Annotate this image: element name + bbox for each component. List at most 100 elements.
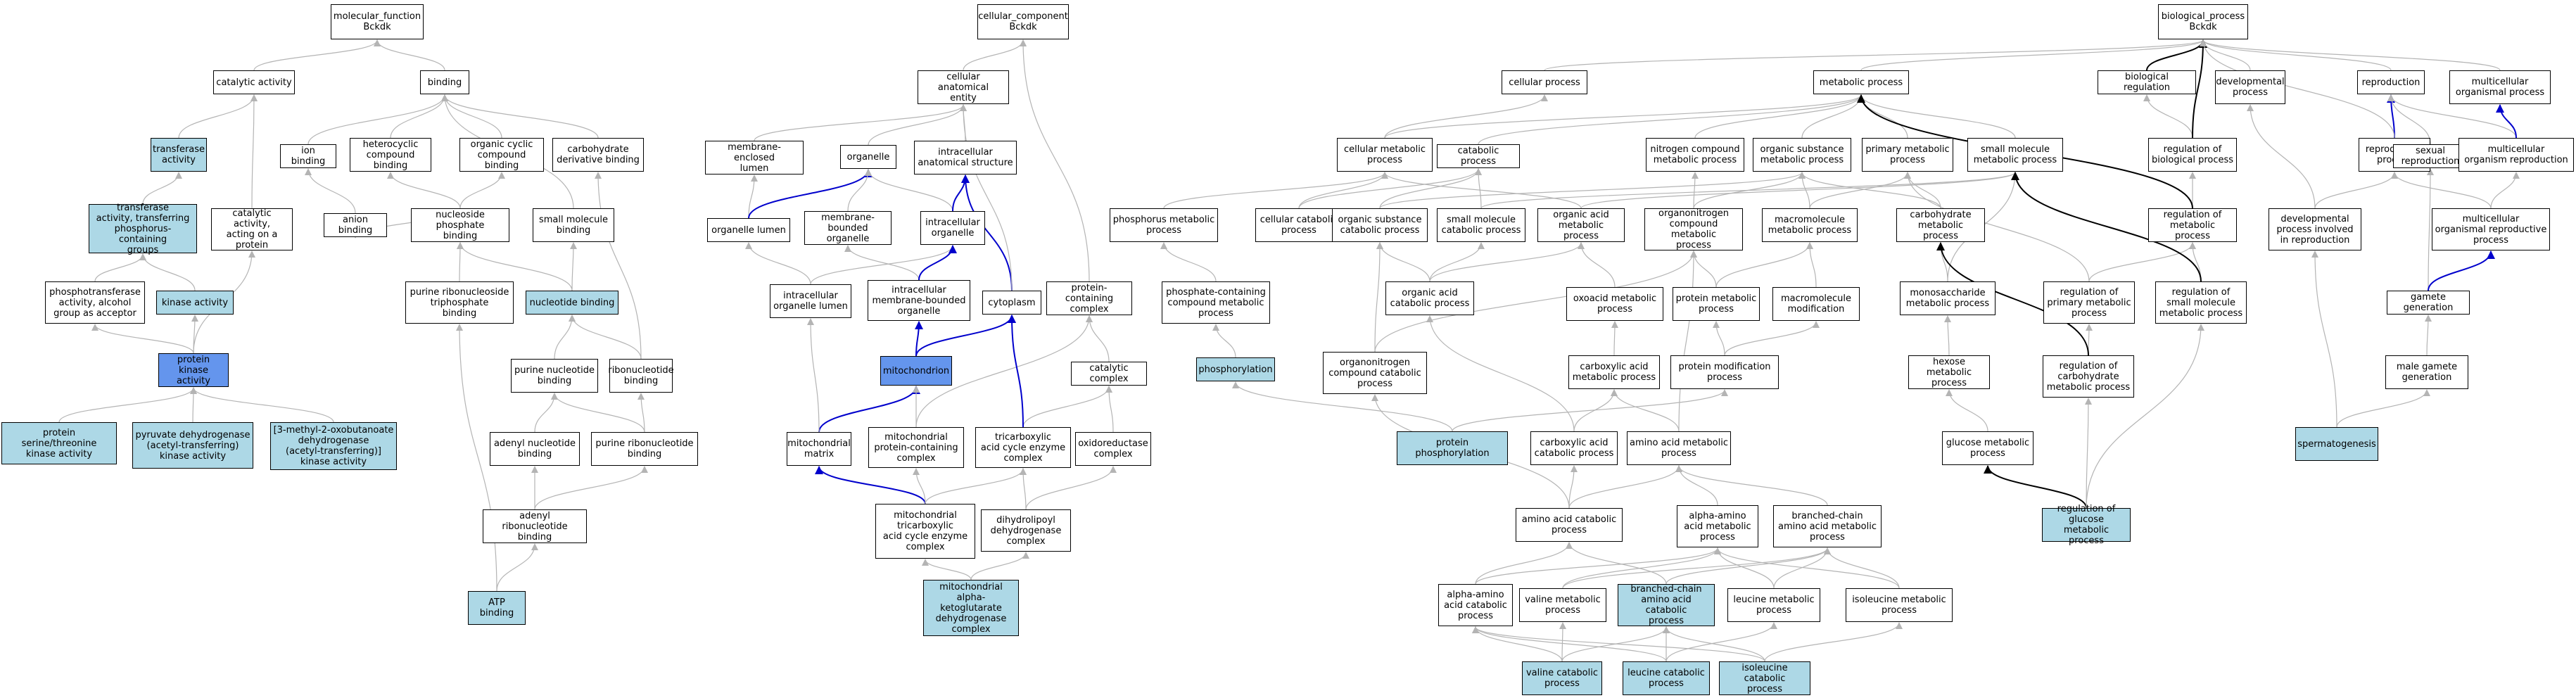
term-node[interactable]: valine catabolic process — [1522, 661, 1602, 695]
term-node[interactable]: multicellular organismal process — [2449, 70, 2551, 104]
term-node[interactable]: anion binding — [324, 213, 387, 237]
term-node[interactable]: purine nucleotide binding — [511, 359, 598, 393]
term-node[interactable]: adenyl nucleotide binding — [490, 432, 580, 466]
term-node[interactable]: hexose metabolic process — [1908, 355, 1990, 389]
term-node[interactable]: cellular_component Bckdk — [977, 4, 1069, 39]
term-node[interactable]: protein serine/threonine kinase activity — [1, 422, 117, 464]
term-node[interactable]: cytoplasm — [982, 291, 1041, 315]
term-node[interactable]: cellular metabolic process — [1337, 138, 1433, 172]
term-node[interactable]: biological_process Bckdk — [2158, 4, 2248, 39]
term-node[interactable]: organic substance metabolic process — [1753, 138, 1851, 172]
term-node[interactable]: alpha-amino acid metabolic process — [1677, 505, 1758, 547]
term-node[interactable]: adenyl ribonucleotide binding — [483, 509, 587, 543]
term-node[interactable]: protein kinase activity — [158, 353, 229, 387]
term-node[interactable]: organelle lumen — [707, 218, 790, 242]
term-node[interactable]: binding — [420, 70, 469, 94]
term-node[interactable]: transferase activity, transferring phosp… — [89, 203, 197, 255]
term-node[interactable]: phosphorylation — [1196, 357, 1275, 381]
term-node[interactable]: sexual reproduction — [2393, 144, 2468, 168]
term-node[interactable]: protein-containing complex — [1046, 281, 1132, 315]
term-node[interactable]: multicellular organism reproduction — [2458, 138, 2574, 172]
term-node[interactable]: mitochondrial alpha-ketoglutarate dehydr… — [923, 580, 1019, 636]
term-node[interactable]: isoleucine metabolic process — [1846, 588, 1953, 622]
term-node[interactable]: membrane-enclosed lumen — [705, 141, 804, 174]
term-node[interactable]: biological regulation — [2098, 70, 2196, 94]
term-node[interactable]: isoleucine catabolic process — [1719, 661, 1810, 695]
term-node[interactable]: intracellular organelle — [920, 211, 985, 245]
term-node[interactable]: tricarboxylic acid cycle enzyme complex — [975, 427, 1071, 468]
term-node[interactable]: small molecule catabolic process — [1437, 208, 1525, 242]
term-node[interactable]: mitochondrial tricarboxylic acid cycle e… — [875, 504, 975, 559]
term-node[interactable]: leucine catabolic process — [1623, 661, 1710, 695]
term-node[interactable]: developmental process involved in reprod… — [2269, 208, 2361, 250]
term-node[interactable]: monosaccharide metabolic process — [1900, 281, 1996, 315]
term-node[interactable]: gamete generation — [2387, 291, 2470, 315]
term-node[interactable]: heterocyclic compound binding — [350, 138, 431, 172]
term-node[interactable]: multicellular organismal reproductive pr… — [2432, 208, 2550, 250]
term-node[interactable]: male gamete generation — [2385, 355, 2468, 389]
term-node[interactable]: mitochondrion — [880, 356, 952, 386]
term-node[interactable]: developmental process — [2215, 70, 2285, 104]
term-node[interactable]: protein modification process — [1670, 355, 1779, 389]
term-node[interactable]: ion binding — [280, 144, 336, 168]
term-node[interactable]: oxidoreductase complex — [1075, 432, 1151, 466]
term-node[interactable]: intracellular organelle lumen — [770, 284, 851, 318]
term-node[interactable]: nitrogen compound metabolic process — [1646, 138, 1744, 172]
term-node[interactable]: regulation of biological process — [2148, 138, 2237, 172]
term-node[interactable]: catalytic activity — [213, 70, 295, 94]
term-node[interactable]: spermatogenesis — [2295, 427, 2378, 461]
term-node[interactable]: oxoacid metabolic process — [1566, 287, 1663, 321]
term-node[interactable]: intracellular anatomical structure — [914, 141, 1017, 174]
term-node[interactable]: protein phosphorylation — [1397, 431, 1508, 465]
term-node[interactable]: phosphate-containing compound metabolic … — [1162, 281, 1270, 324]
term-node[interactable]: carbohydrate derivative binding — [552, 138, 644, 172]
term-node[interactable]: membrane-bounded organelle — [804, 211, 892, 245]
term-node[interactable]: organonitrogen compound metabolic proces… — [1644, 208, 1743, 250]
term-node[interactable]: amino acid catabolic process — [1516, 508, 1623, 542]
term-node[interactable]: [3-methyl-2-oxobutanoate dehydrogenase (… — [270, 422, 397, 470]
term-node[interactable]: cellular anatomical entity — [918, 70, 1009, 104]
term-node[interactable]: phosphorus metabolic process — [1110, 208, 1218, 242]
term-node[interactable]: cellular catabolic process — [1255, 208, 1343, 242]
term-node[interactable]: leucine metabolic process — [1727, 588, 1820, 622]
term-node[interactable]: small molecule binding — [533, 208, 614, 242]
term-node[interactable]: carboxylic acid catabolic process — [1530, 431, 1618, 465]
term-node[interactable]: regulation of metabolic process — [2148, 208, 2237, 242]
term-node[interactable]: regulation of glucose metabolic process — [2042, 504, 2131, 546]
term-node[interactable]: reproduction — [2357, 70, 2425, 94]
term-node[interactable]: catalytic complex — [1071, 362, 1147, 386]
term-node[interactable]: organic substance catabolic process — [1332, 208, 1428, 242]
term-node[interactable]: organic acid catabolic process — [1385, 281, 1474, 315]
term-node[interactable]: catalytic activity, acting on a protein — [211, 208, 293, 250]
term-node[interactable]: protein metabolic process — [1673, 287, 1760, 321]
term-node[interactable]: transferase activity — [151, 138, 207, 172]
term-node[interactable]: organic acid metabolic process — [1537, 208, 1625, 242]
term-node[interactable]: amino acid metabolic process — [1627, 431, 1731, 465]
term-node[interactable]: nucleotide binding — [526, 291, 618, 315]
term-node[interactable]: branched-chain amino acid metabolic proc… — [1773, 505, 1882, 547]
term-node[interactable]: regulation of carbohydrate metabolic pro… — [2043, 355, 2134, 398]
term-node[interactable]: cellular process — [1502, 70, 1587, 94]
term-node[interactable]: glucose metabolic process — [1942, 431, 2033, 465]
term-node[interactable]: valine metabolic process — [1519, 588, 1606, 622]
term-node[interactable]: mitochondrial matrix — [787, 432, 851, 466]
term-node[interactable]: purine ribonucleoside triphosphate bindi… — [405, 281, 514, 324]
term-node[interactable]: kinase activity — [156, 291, 234, 315]
term-node[interactable]: regulation of primary metabolic process — [2043, 281, 2135, 324]
term-node[interactable]: organonitrogen compound catabolic proces… — [1323, 352, 1427, 394]
term-node[interactable]: intracellular membrane-bounded organelle — [868, 280, 970, 321]
term-node[interactable]: macromolecule metabolic process — [1762, 208, 1858, 242]
term-node[interactable]: macromolecule modification — [1772, 287, 1860, 321]
term-node[interactable]: molecular_function Bckdk — [331, 4, 424, 39]
term-node[interactable]: branched-chain amino acid catabolic proc… — [1618, 584, 1715, 626]
term-node[interactable]: carboxylic acid metabolic process — [1568, 355, 1660, 389]
term-node[interactable]: organic cyclic compound binding — [459, 138, 544, 172]
term-node[interactable]: carbohydrate metabolic process — [1896, 208, 1985, 242]
term-node[interactable]: nucleoside phosphate binding — [411, 208, 509, 242]
term-node[interactable]: phosphotransferase activity, alcohol gro… — [45, 281, 145, 324]
term-node[interactable]: ATP binding — [468, 591, 526, 625]
term-node[interactable]: ribonucleotide binding — [608, 359, 674, 393]
term-node[interactable]: alpha-amino acid catabolic process — [1438, 584, 1513, 626]
term-node[interactable]: small molecule metabolic process — [1967, 138, 2063, 172]
term-node[interactable]: mitochondrial protein-containing complex — [868, 427, 964, 468]
